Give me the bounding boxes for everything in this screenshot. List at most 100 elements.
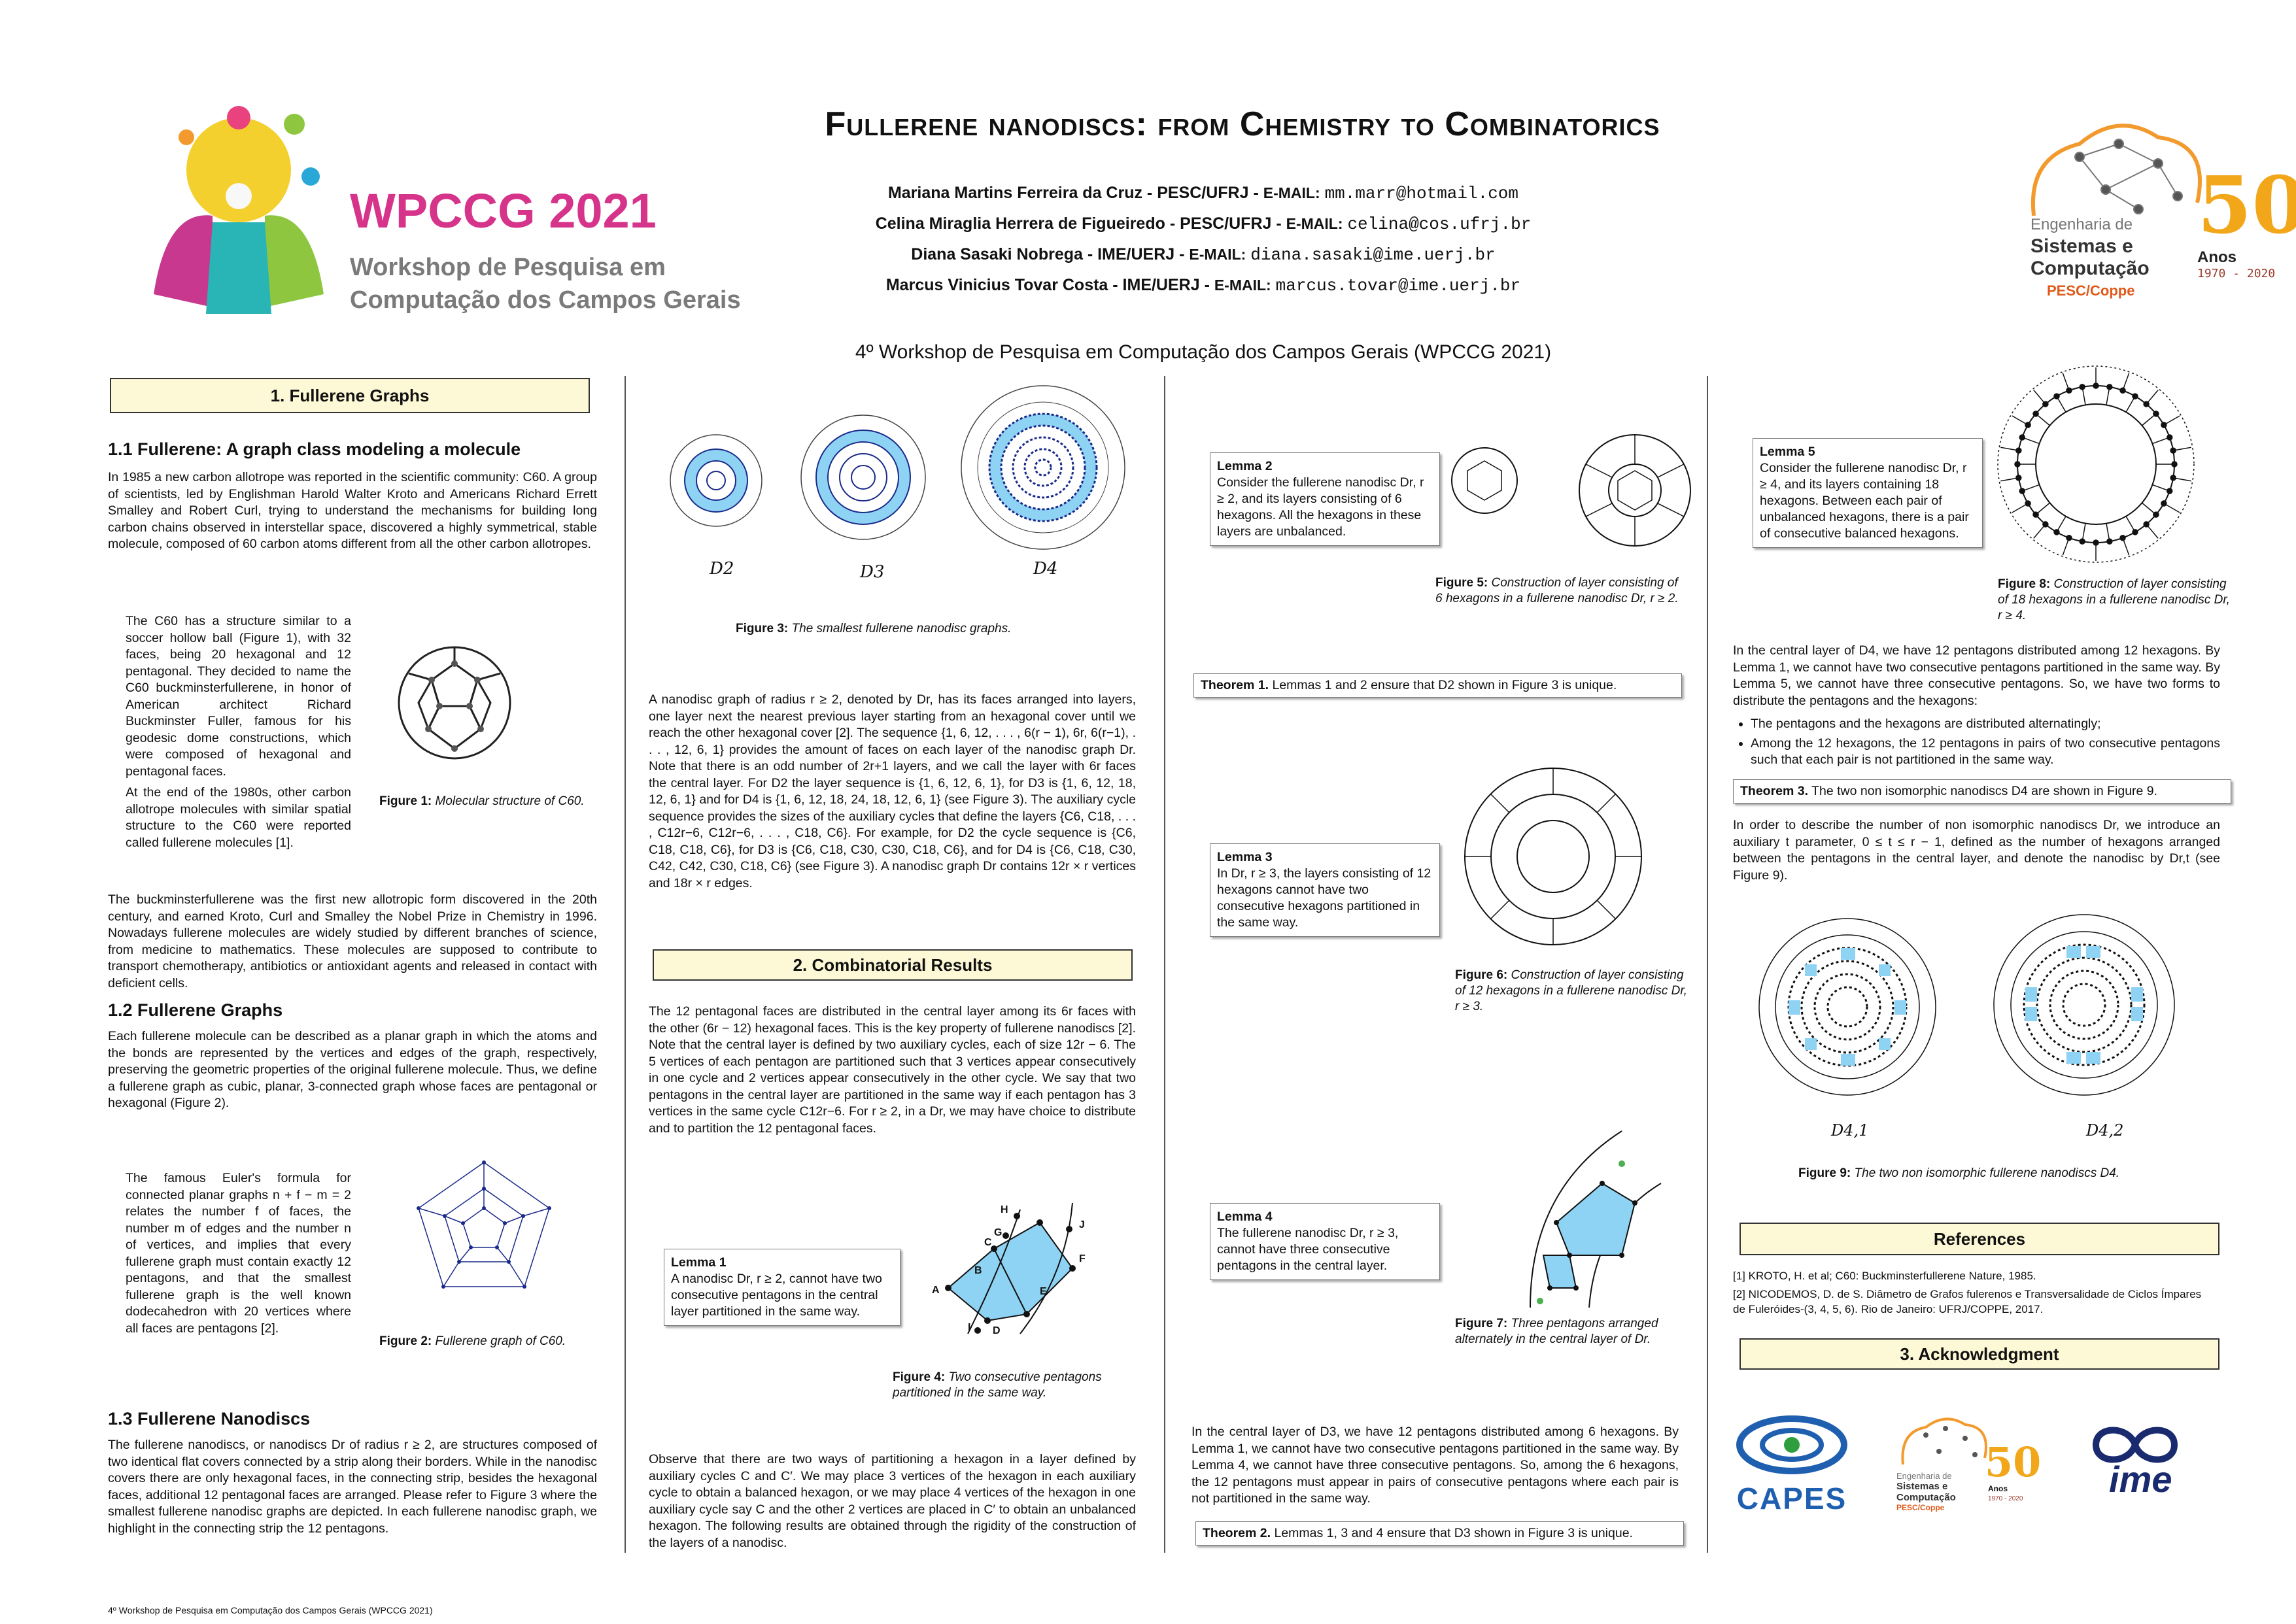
graph-vertex bbox=[2161, 500, 2167, 507]
graph-vertex bbox=[2025, 422, 2031, 428]
graph-vertex bbox=[2019, 488, 2025, 494]
d3-label: D3 bbox=[860, 562, 885, 582]
graph-vertex bbox=[2053, 393, 2060, 399]
paragraph: In 1985 a new carbon allotrope was repor… bbox=[108, 470, 597, 551]
six-hexagon-layer-figure bbox=[1451, 434, 1691, 547]
figure-7-caption: Figure 7: Three pentagons arranged alter… bbox=[1455, 1317, 1658, 1346]
figure-5-caption: Figure 5: Construction of layer consisti… bbox=[1435, 576, 1679, 605]
svg-text:H: H bbox=[1001, 1204, 1008, 1215]
bullet-item: The pentagons and the hexagons are distr… bbox=[1751, 716, 2220, 733]
section-title-combinatorial-results: 2. Combinatorial Results bbox=[653, 949, 1133, 981]
author-email[interactable]: marcus.tovar@ime.uerj.br bbox=[1275, 276, 1521, 296]
column-divider bbox=[1707, 376, 1708, 1553]
wpccg-title: WPCCG 2021 bbox=[350, 184, 657, 238]
author-email[interactable]: diana.sasaki@ime.uerj.br bbox=[1250, 245, 1496, 265]
theorem-2-box: Theorem 2. Lemmas 1, 3 and 4 ensure that… bbox=[1195, 1521, 1684, 1546]
svg-text:C: C bbox=[984, 1237, 992, 1248]
paragraph: Observe that there are two ways of parti… bbox=[649, 1452, 1136, 1550]
author-4: Marcus Vinicius Tovar Costa - IME/UERJ -… bbox=[885, 276, 1521, 296]
graph-vertex bbox=[2042, 401, 2049, 407]
graph-vertex bbox=[2014, 461, 2021, 467]
svg-text:E: E bbox=[1040, 1286, 1047, 1297]
nanodisc-d4-figure bbox=[961, 385, 1125, 550]
graph-vertex bbox=[2143, 521, 2150, 528]
lemma-3-box: Lemma 3 In Dr, r ≥ 3, the layers consist… bbox=[1210, 843, 1440, 937]
nanodisc-d41-figure bbox=[1758, 918, 1936, 1096]
d4-label: D4 bbox=[1033, 559, 1058, 579]
graph-vertex bbox=[2143, 401, 2150, 407]
author-3: Diana Sasaki Nobrega - IME/UERJ - E-MAIL… bbox=[911, 245, 1496, 265]
graph-vertex bbox=[2132, 529, 2138, 535]
svg-text:G: G bbox=[994, 1227, 1002, 1238]
svg-text:J: J bbox=[1079, 1219, 1085, 1230]
lemma-2-box: Lemma 2 Consider the fullerene nanodisc … bbox=[1210, 452, 1440, 546]
figure-8-caption: Figure 8: Construction of layer consisti… bbox=[1998, 577, 2230, 622]
figure-9-caption: Figure 9: The two non isomorphic fullere… bbox=[1798, 1166, 2120, 1180]
graph-vertex bbox=[2066, 387, 2072, 394]
d42-label: D4,2 bbox=[2086, 1121, 2124, 1140]
graph-vertex bbox=[2079, 384, 2085, 390]
paragraph: The fullerene nanodiscs, or nanodiscs Dr… bbox=[108, 1438, 597, 1536]
graph-vertex bbox=[2066, 535, 2072, 541]
network-icon bbox=[2030, 124, 2202, 216]
lightbulb-icon bbox=[154, 106, 324, 314]
wpccg-subtitle-1: Workshop de Pesquisa em bbox=[350, 254, 666, 281]
footer-text: 4º Workshop de Pesquisa em Computação do… bbox=[108, 1605, 433, 1616]
conference-name: 4º Workshop de Pesquisa em Computação do… bbox=[855, 341, 1552, 363]
graph-vertex bbox=[2032, 511, 2039, 518]
author-list: Mariana Martins Ferreira da Cruz - PESC/… bbox=[759, 178, 1648, 301]
graph-vertex bbox=[2079, 538, 2085, 545]
graph-vertex bbox=[2015, 475, 2022, 481]
graph-vertex bbox=[2170, 475, 2176, 481]
subsection-title: 1.1 Fullerene: A graph class modeling a … bbox=[108, 439, 521, 459]
figure-2-caption: Figure 2: Fullerene graph of C60. bbox=[379, 1334, 566, 1348]
graph-vertex bbox=[2093, 382, 2099, 389]
figure-6-caption: Figure 6: Construction of layer consisti… bbox=[1455, 968, 1687, 1013]
svg-text:B: B bbox=[974, 1265, 982, 1276]
paragraph: At the end of the 1980s, other carbon al… bbox=[126, 785, 351, 850]
bullet-list: The pentagons and the hexagons are distr… bbox=[1736, 716, 2220, 771]
capes-icon bbox=[1736, 1415, 1847, 1474]
graph-vertex bbox=[2106, 384, 2113, 390]
paragraph: Each fullerene molecule can be described… bbox=[108, 1029, 597, 1110]
paragraph: The 12 pentagonal faces are distributed … bbox=[649, 1004, 1136, 1136]
bullet-item: Among the 12 hexagons, the 12 pentagons … bbox=[1751, 736, 2220, 769]
author-email[interactable]: mm.marr@hotmail.com bbox=[1324, 184, 1519, 203]
d2-label: D2 bbox=[710, 559, 734, 579]
column-divider bbox=[625, 376, 626, 1553]
graph-vertex bbox=[2042, 521, 2049, 528]
section-title-references: References bbox=[1739, 1223, 2219, 1255]
figure-3-caption: Figure 3: The smallest fullerene nanodis… bbox=[736, 622, 1012, 635]
two-pentagons-figure: H J G F C B A E I D bbox=[932, 1202, 1086, 1336]
subsection-title: 1.2 Fullerene Graphs bbox=[108, 1000, 283, 1020]
column-divider bbox=[1164, 376, 1165, 1553]
wpccg-logo: WPCCG 2021 Workshop de Pesquisa em Compu… bbox=[141, 98, 762, 347]
nanodisc-d42-figure bbox=[1993, 914, 2175, 1096]
graph-vertex bbox=[2015, 447, 2022, 454]
paragraph: The buckminsterfullerene was the first n… bbox=[108, 892, 597, 990]
graph-vertex bbox=[2161, 422, 2167, 428]
paragraph: In order to describe the number of non i… bbox=[1733, 818, 2220, 883]
theorem-1-box: Theorem 1. Lemmas 1 and 2 ensure that D2… bbox=[1193, 673, 1682, 698]
graph-vertex bbox=[2167, 488, 2173, 494]
svg-text:I: I bbox=[968, 1322, 970, 1333]
author-email[interactable]: celina@cos.ufrj.br bbox=[1347, 214, 1532, 234]
paragraph: In the central layer of D3, we have 12 p… bbox=[1191, 1425, 1679, 1506]
nanodisc-d3-figure bbox=[800, 414, 926, 540]
section-title-acknowledgment: 3. Acknowledgment bbox=[1739, 1338, 2219, 1370]
graph-vertex bbox=[2153, 511, 2159, 518]
graph-vertex bbox=[2132, 393, 2138, 399]
reference-1: [1] KROTO, H. et al; C60: Buckminsterful… bbox=[1733, 1270, 2036, 1282]
d41-label: D4,1 bbox=[1831, 1121, 1869, 1140]
graph-vertex bbox=[2019, 434, 2025, 441]
graph-vertex bbox=[2106, 538, 2113, 545]
svg-text:A: A bbox=[932, 1285, 940, 1296]
pesc-logo: Engenharia de Sistemas e Computação PESC… bbox=[2021, 118, 2256, 353]
three-pentagons-figure bbox=[1530, 1130, 1662, 1308]
graph-vertex bbox=[2053, 529, 2060, 535]
graph-vertex bbox=[2171, 461, 2178, 467]
svg-text:D: D bbox=[993, 1325, 1001, 1336]
author-2: Celina Miraglia Herrera de Figueiredo - … bbox=[875, 214, 1532, 234]
graph-vertex bbox=[2170, 447, 2176, 454]
graph-vertex bbox=[2167, 434, 2173, 441]
